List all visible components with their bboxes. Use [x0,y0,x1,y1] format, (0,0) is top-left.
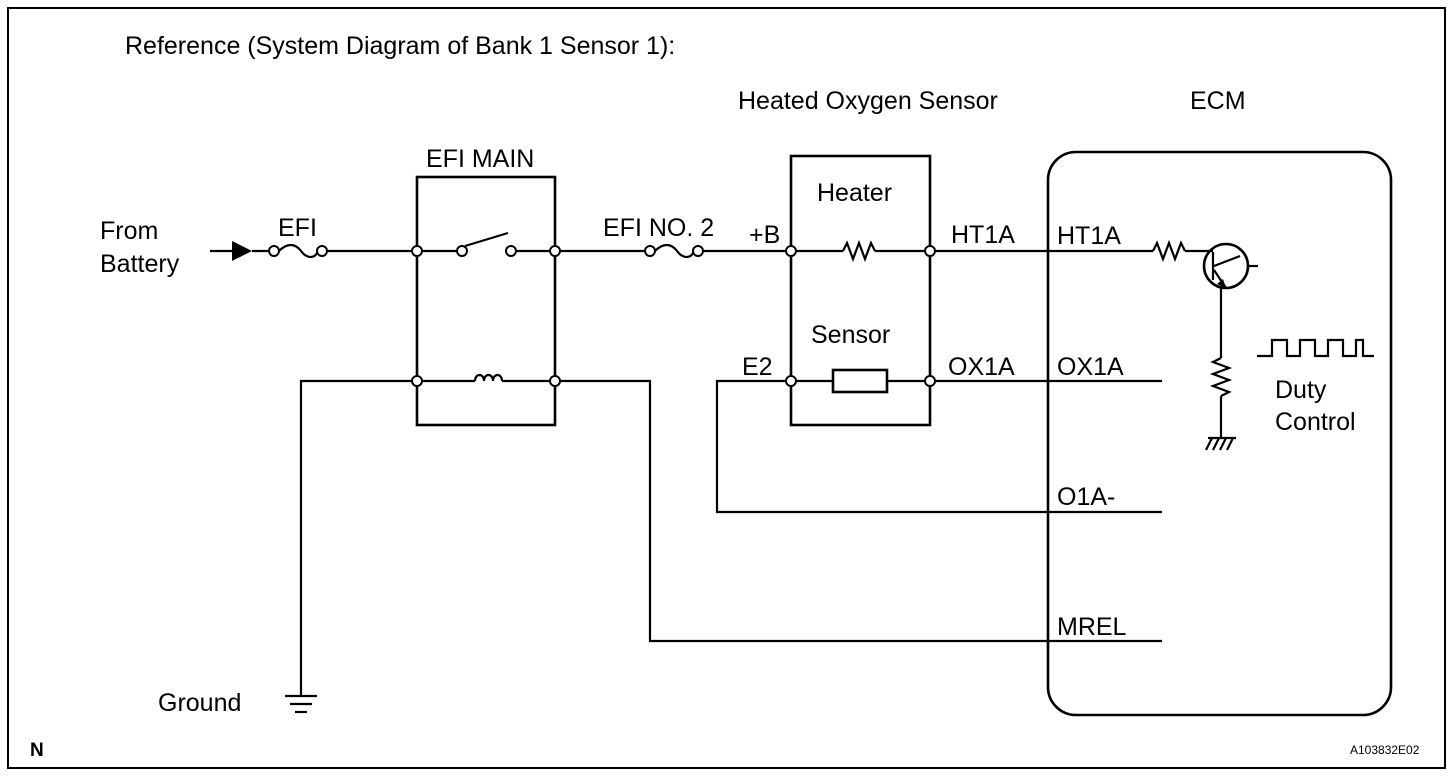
heater-resistor-icon [796,239,925,263]
heater-label: Heater [817,179,892,207]
battery-arrow-icon [210,241,252,261]
pin-plus-b-label: +B [749,221,780,249]
corner-mark: N [30,740,44,761]
from-battery-label-line2: Battery [100,250,180,278]
control-label: Control [1275,408,1356,436]
sensor-terminal [785,245,797,257]
heated-oxygen-sensor-box [789,154,932,427]
ecm-o1a-minus-label: O1A- [1057,483,1115,511]
sensor-terminal [785,375,797,387]
diagram-title: Reference (System Diagram of Bank 1 Sens… [125,32,675,60]
from-battery-label-line1: From [100,217,158,245]
ecm-label: ECM [1190,87,1246,115]
diagram-frame [7,7,1446,769]
efi-no2-fuse-label: EFI NO. 2 [603,214,714,242]
efi-no2-fuse [560,243,786,259]
efi-fuse [252,243,412,259]
transistor-icon [1202,242,1258,290]
chassis-ground-icon [1205,436,1236,451]
ecm-ox1a-label: OX1A [1057,353,1124,381]
figure-id: A103832E02 [1350,743,1420,757]
efi-main-relay-box [415,175,557,427]
relay-terminal [549,245,561,257]
pulldown-resistor-icon [1209,286,1233,438]
pin-ht1a-sensor-label: HT1A [951,221,1015,249]
sensor-label: Sensor [811,321,890,349]
pin-ox1a-sensor-label: OX1A [948,353,1015,381]
sensor-terminal [924,375,936,387]
relay-switch-icon [421,231,551,257]
ground-label: Ground [158,689,241,717]
mrel-wire [560,379,1162,643]
ecm-mrel-label: MREL [1057,613,1127,641]
relay-terminal [411,245,423,257]
o1a-minus-wire [715,379,1162,514]
relay-terminal [549,375,561,387]
sensor-terminal [924,245,936,257]
ground-icon [285,694,317,714]
pin-e2-label: E2 [742,353,773,381]
duty-pulse-waveform-icon [1257,338,1374,358]
efi-fuse-label: EFI [278,214,317,242]
duty-label: Duty [1275,376,1327,404]
efi-main-relay-label: EFI MAIN [426,145,534,173]
ground-wire [299,379,412,696]
ecm-ht1a-label: HT1A [1057,222,1121,250]
relay-terminal [411,375,423,387]
ecm-box [1046,150,1393,717]
sensor-name-label: Heated Oxygen Sensor [738,87,998,115]
relay-coil-icon [421,373,551,383]
sensor-element-icon [796,368,925,394]
